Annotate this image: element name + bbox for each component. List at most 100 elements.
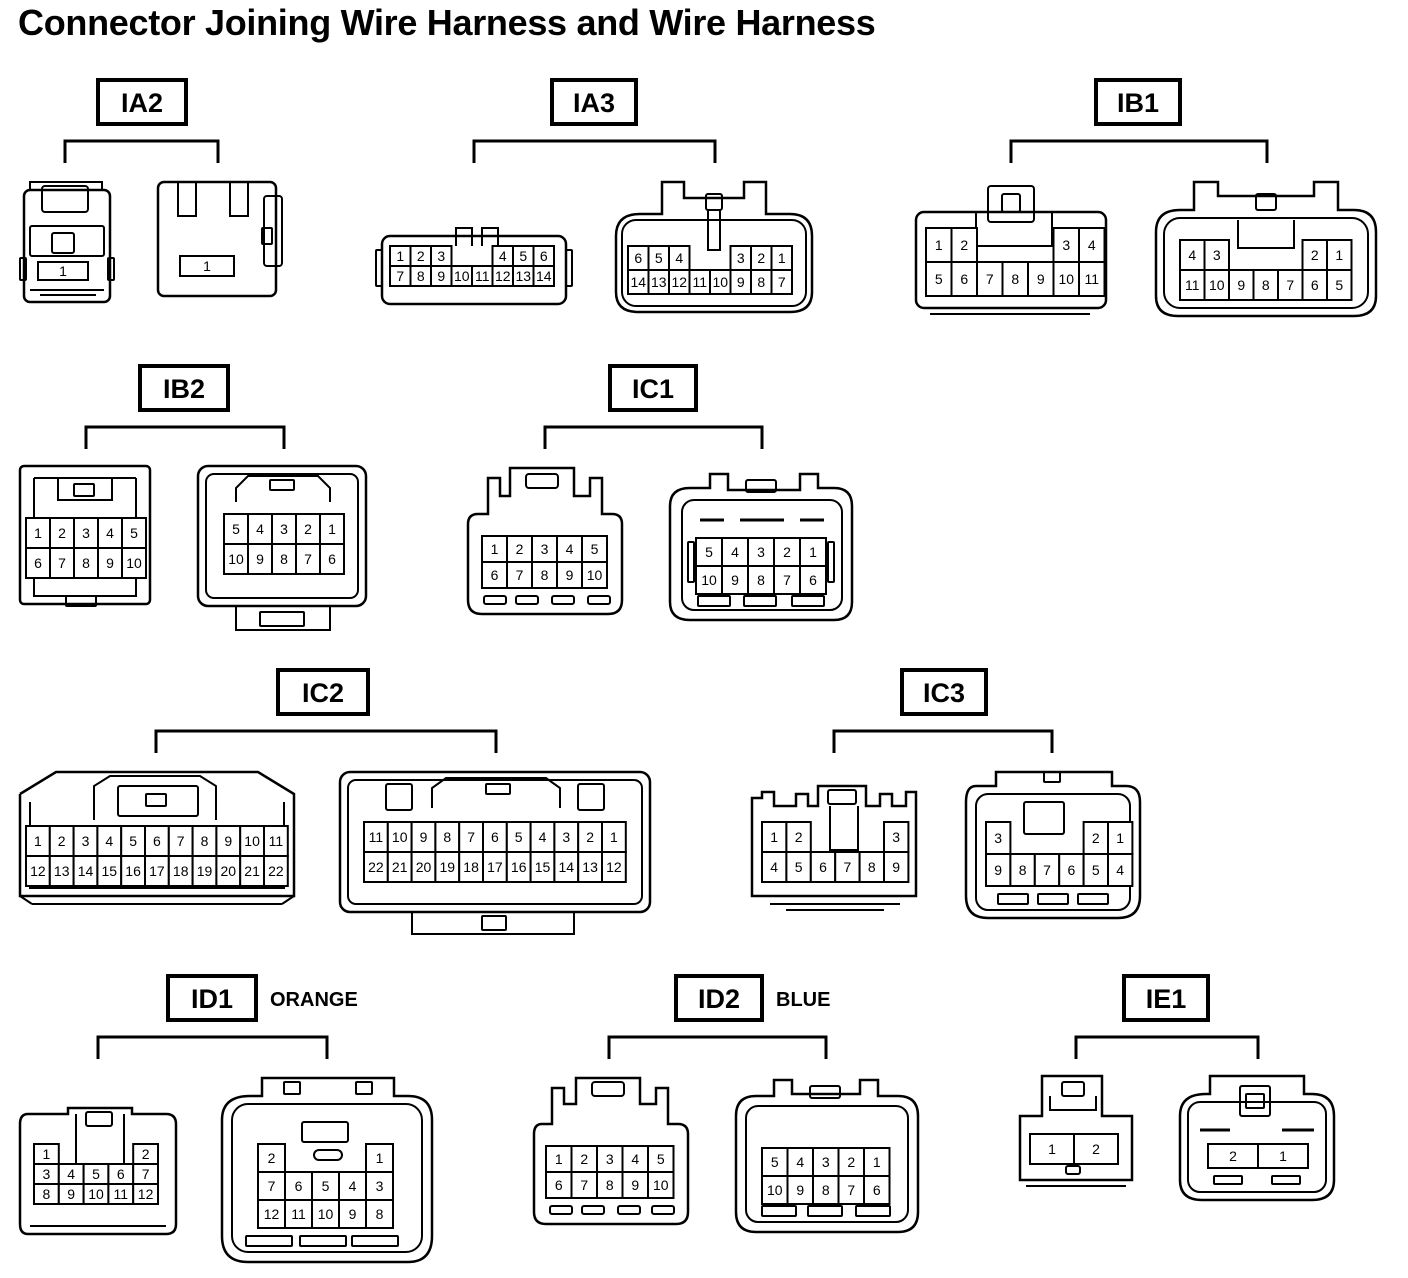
housing-outline: [855, 1205, 891, 1217]
pin-number: 17: [149, 863, 165, 879]
housing-outline: [591, 1081, 625, 1097]
pin-cell: [721, 565, 749, 595]
pin-cell: [812, 1175, 840, 1205]
housing-outline: [1255, 193, 1277, 211]
pin-number: 1: [935, 237, 943, 253]
housing-outline: [51, 232, 75, 254]
housing-detail: [177, 182, 197, 217]
housing-outline: [347, 779, 643, 905]
connector-label-box: [276, 668, 370, 716]
housing-outline: [750, 784, 918, 898]
pin-cell: [284, 1171, 313, 1201]
pin-number: 10: [126, 555, 142, 571]
pin-number: 2: [757, 250, 765, 266]
housing-outline: [1154, 180, 1378, 318]
pin-cell: [223, 543, 249, 575]
housing-detail: [411, 912, 575, 935]
pin-number: 9: [349, 1206, 357, 1222]
housing-outline: [385, 783, 413, 811]
pin-number: 6: [540, 248, 548, 264]
pin-number: 7: [844, 859, 852, 875]
connector-ia2-right: 1: [156, 180, 283, 298]
pin-number: 1: [1116, 830, 1124, 846]
pin-number: 4: [1116, 862, 1124, 878]
connector-bracket: [1009, 139, 1269, 163]
housing-detail: [1049, 1096, 1097, 1111]
housing-outline: [515, 595, 539, 605]
connector-bracket: [63, 139, 220, 163]
connector-label-box: [166, 974, 258, 1022]
pin-number: 5: [591, 541, 599, 557]
pin-number: 3: [376, 1178, 384, 1194]
housing-outline: [22, 188, 112, 304]
pin-number: 20: [221, 863, 237, 879]
pin-cell: [1078, 261, 1106, 297]
pin-number: 8: [1011, 271, 1019, 287]
housing-outline: [827, 789, 857, 805]
pin-cell: [799, 565, 827, 595]
pin-cell: [25, 547, 51, 579]
pin-number: 2: [417, 248, 425, 264]
pin-number: 4: [256, 521, 264, 537]
connector-bracket: [154, 729, 498, 753]
pin-cell: [506, 561, 533, 589]
pin-number: 16: [125, 863, 141, 879]
housing-outline: [269, 479, 295, 491]
connector-code: ID2: [698, 984, 740, 1014]
pin-cell: [925, 261, 953, 297]
housing-outline: [1163, 217, 1369, 309]
connector-bracket: [832, 729, 1054, 753]
pin-cell: [985, 821, 1012, 855]
pin-number: 16: [511, 859, 527, 875]
pin-number: 1: [43, 1146, 51, 1162]
pin-number: 5: [655, 250, 663, 266]
pin-number: 7: [847, 1182, 855, 1198]
housing-outline: [263, 195, 283, 267]
housing-detail: [1237, 220, 1295, 249]
pin-cell: [747, 565, 775, 595]
pin-number: 9: [994, 862, 1002, 878]
connector-bracket: [472, 139, 717, 163]
connector-label-ia3: IA3: [472, 78, 717, 163]
connector-bracket: [1074, 1035, 1260, 1059]
pin-number: 5: [519, 248, 527, 264]
housing-outline: [621, 219, 807, 307]
pin-cell: [570, 1171, 598, 1199]
housing-outline: [18, 464, 152, 606]
pin-number: 10: [228, 551, 244, 567]
housing-outline: [245, 1235, 293, 1247]
pin-number: 9: [437, 268, 445, 284]
pin-number: 8: [43, 1186, 51, 1202]
pin-number: 7: [986, 271, 994, 287]
housing-outline: [1061, 1081, 1085, 1097]
pin-number: 10: [712, 274, 728, 290]
pin-cell: [950, 261, 978, 297]
housing-outline: [117, 785, 199, 817]
housing-outline: [1271, 1175, 1301, 1185]
pin-cell: [311, 1199, 340, 1229]
pin-number: 5: [705, 544, 713, 560]
pin-number: 6: [873, 1182, 881, 1198]
connector-code: IC1: [632, 374, 674, 404]
pin-number: 10: [1209, 277, 1225, 293]
pin-number: 1: [34, 833, 42, 849]
pin-number: 6: [1068, 862, 1076, 878]
housing-outline: [483, 595, 507, 605]
housing-outline: [355, 1081, 373, 1095]
pin-cell: [121, 517, 147, 549]
pin-number: 1: [873, 1154, 881, 1170]
pin-number: 22: [368, 859, 384, 875]
pin-number: 13: [515, 268, 531, 284]
pin-number: 4: [770, 859, 778, 875]
pin-number: 8: [417, 268, 425, 284]
